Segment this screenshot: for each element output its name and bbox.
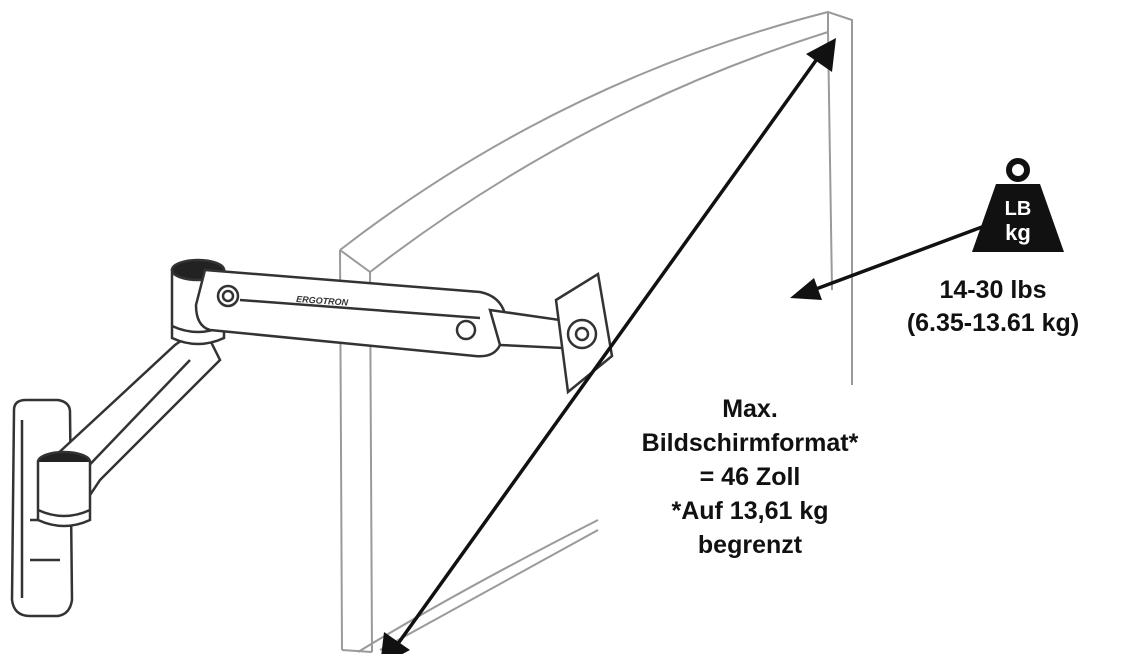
monitor-edge-right — [827, 12, 853, 385]
weight-pointer-arrowhead — [790, 278, 822, 300]
lower-pivot-ring — [37, 508, 91, 518]
screen-size-line-4: *Auf 13,61 kg — [671, 497, 829, 525]
weight-icon-ring — [1006, 158, 1030, 182]
upper-arm-end-knob — [455, 319, 477, 341]
screen-size-line-1: Max. — [722, 395, 778, 423]
weight-capacity-label: 14-30 lbs (6.35-13.61 kg) — [868, 274, 1118, 339]
screen-size-label: Max. Bildschirmformat* = 46 Zoll *Auf 13… — [600, 392, 900, 562]
diagonal-size-arrow — [381, 38, 836, 654]
weight-icon-top-text: LB — [1005, 198, 1032, 220]
diagonal-line — [390, 50, 824, 654]
screen-size-line-5: begrenzt — [697, 531, 803, 559]
tilt-head-body — [488, 308, 567, 350]
upper-arm-seam — [239, 298, 481, 320]
upper-arm: ERGOTRON — [194, 268, 507, 358]
monitor-edge-left — [339, 249, 373, 653]
weight-capacity-lbs: 14-30 lbs — [939, 276, 1047, 304]
upper-arm-body — [194, 268, 507, 358]
diagonal-arrowhead-top — [806, 38, 836, 72]
screen-size-line-2: Bildschirmformat* — [641, 429, 859, 457]
weight-icon-bottom-text: kg — [1005, 220, 1031, 245]
weight-pointer-line — [807, 222, 991, 294]
weight-icon: LB kg — [972, 158, 1064, 252]
weight-pointer-arrow — [790, 222, 991, 300]
lower-pivot-collar — [36, 462, 92, 528]
tilt-head — [488, 271, 614, 395]
upper-arm-knob-inner — [221, 289, 235, 303]
lower-arm — [36, 334, 222, 528]
weight-icon-body — [972, 184, 1064, 252]
screen-size-line-3: = 46 Zoll — [699, 463, 801, 491]
vesa-hub-inner — [574, 326, 590, 342]
diagonal-arrowhead-bottom — [381, 632, 410, 654]
arm-brand-mark: ERGOTRON — [296, 294, 349, 308]
weight-capacity-kg: (6.35-13.61 kg) — [906, 308, 1080, 337]
lower-arm-highlight — [74, 359, 191, 481]
